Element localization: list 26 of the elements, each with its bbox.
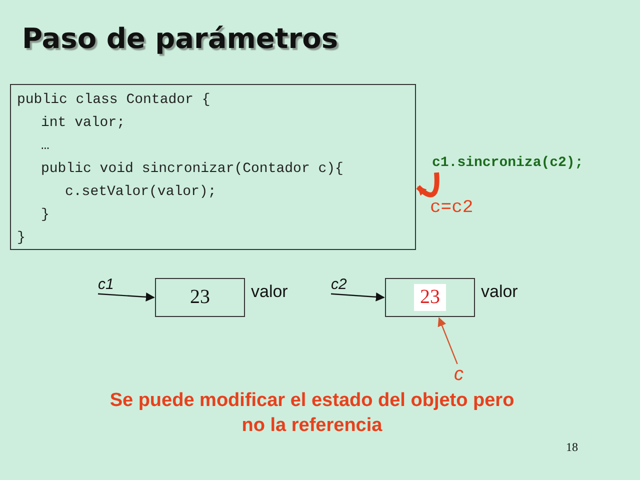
variable-label: c1 <box>98 276 114 293</box>
variable-label: c2 <box>331 276 347 293</box>
code-line: … <box>41 137 50 156</box>
code-text: c1.sincroniza(c2); <box>432 155 584 171</box>
code-line: int valor; <box>41 114 126 133</box>
note-text: Se puede modificar el estado del objeto pero no la referencia <box>108 389 516 438</box>
value-text: 23 <box>414 284 446 311</box>
code-line: } <box>41 206 50 225</box>
slide-title: Paso de parámetros <box>22 22 338 55</box>
arrow <box>438 317 458 364</box>
edge-label: c=c2 <box>430 198 474 218</box>
code-line: c.setValor(valor); <box>65 183 216 202</box>
arrow <box>416 172 440 198</box>
value-text: 23 <box>190 286 210 309</box>
page-number: 18 <box>566 440 578 455</box>
arrow <box>98 292 155 302</box>
code-line: public void sincronizar(Contador c){ <box>41 160 344 179</box>
code-line: } <box>17 229 26 248</box>
code-line: public class Contador { <box>17 91 210 110</box>
arrow <box>330 292 385 302</box>
variable-label: c <box>454 364 464 386</box>
field-name: valor <box>251 282 288 302</box>
code-box <box>10 84 416 250</box>
object-box <box>385 278 475 317</box>
object-box <box>155 278 245 317</box>
field-name: valor <box>481 282 518 302</box>
